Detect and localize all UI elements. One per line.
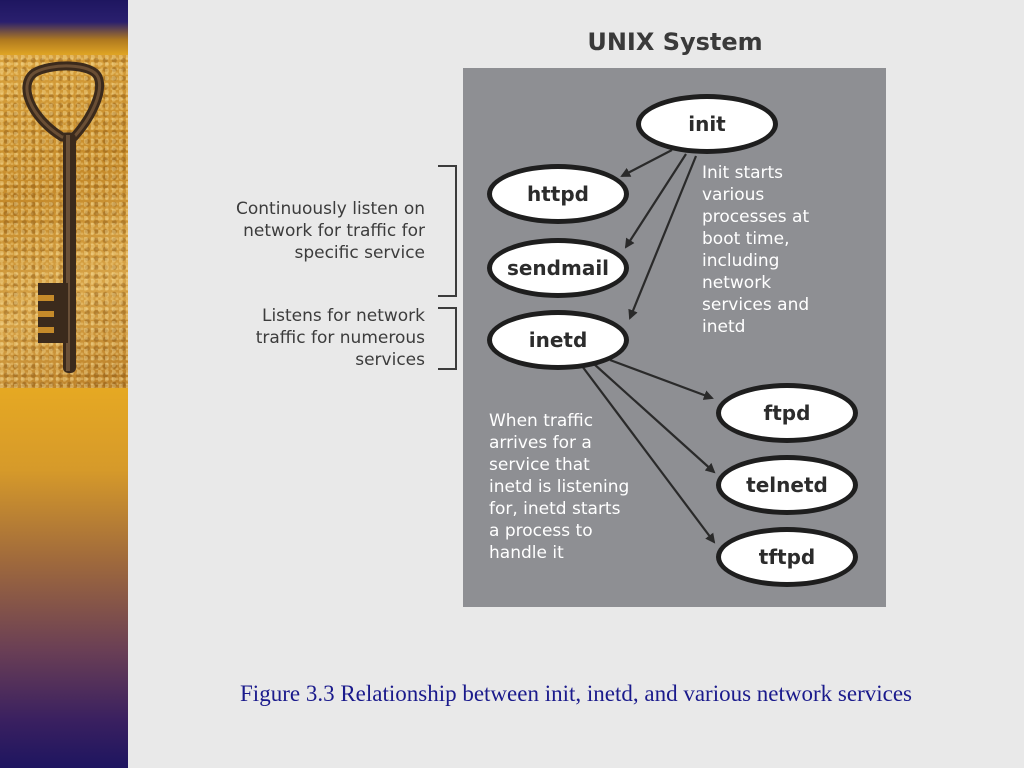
arrow-init-httpd [620, 149, 673, 177]
init-note: Init starts various processes at boot ti… [702, 163, 810, 337]
key-photo [0, 55, 128, 388]
arrow-init-sendmail [624, 153, 687, 249]
side-label-daemons: Continuously listen on network for traff… [236, 199, 425, 263]
node-telnetd: telnetd [716, 455, 858, 515]
side-label-inetd: Listens for network traffic for numerous… [255, 306, 425, 370]
node-init: init [636, 94, 778, 154]
diagram-title: UNIX System [587, 28, 763, 56]
inetd-note: When traffic arrives for a service that … [489, 411, 630, 563]
key-icon [22, 61, 104, 373]
arrow-inetd-ftpd [609, 358, 714, 400]
node-httpd: httpd [487, 164, 629, 224]
arrow-inetd-tftpd [581, 365, 716, 544]
arrow-inetd-telnetd [593, 363, 716, 474]
node-inetd: inetd [487, 310, 629, 370]
figure-caption: Figure 3.3 Relationship between init, in… [240, 681, 912, 706]
node-sendmail: sendmail [487, 238, 629, 298]
node-ftpd: ftpd [716, 383, 858, 443]
node-tftpd: tftpd [716, 527, 858, 587]
arrow-init-inetd [628, 155, 698, 320]
sidebar-decoration [0, 0, 128, 768]
bracket-inetd [438, 307, 457, 370]
bracket-daemons [438, 165, 457, 297]
